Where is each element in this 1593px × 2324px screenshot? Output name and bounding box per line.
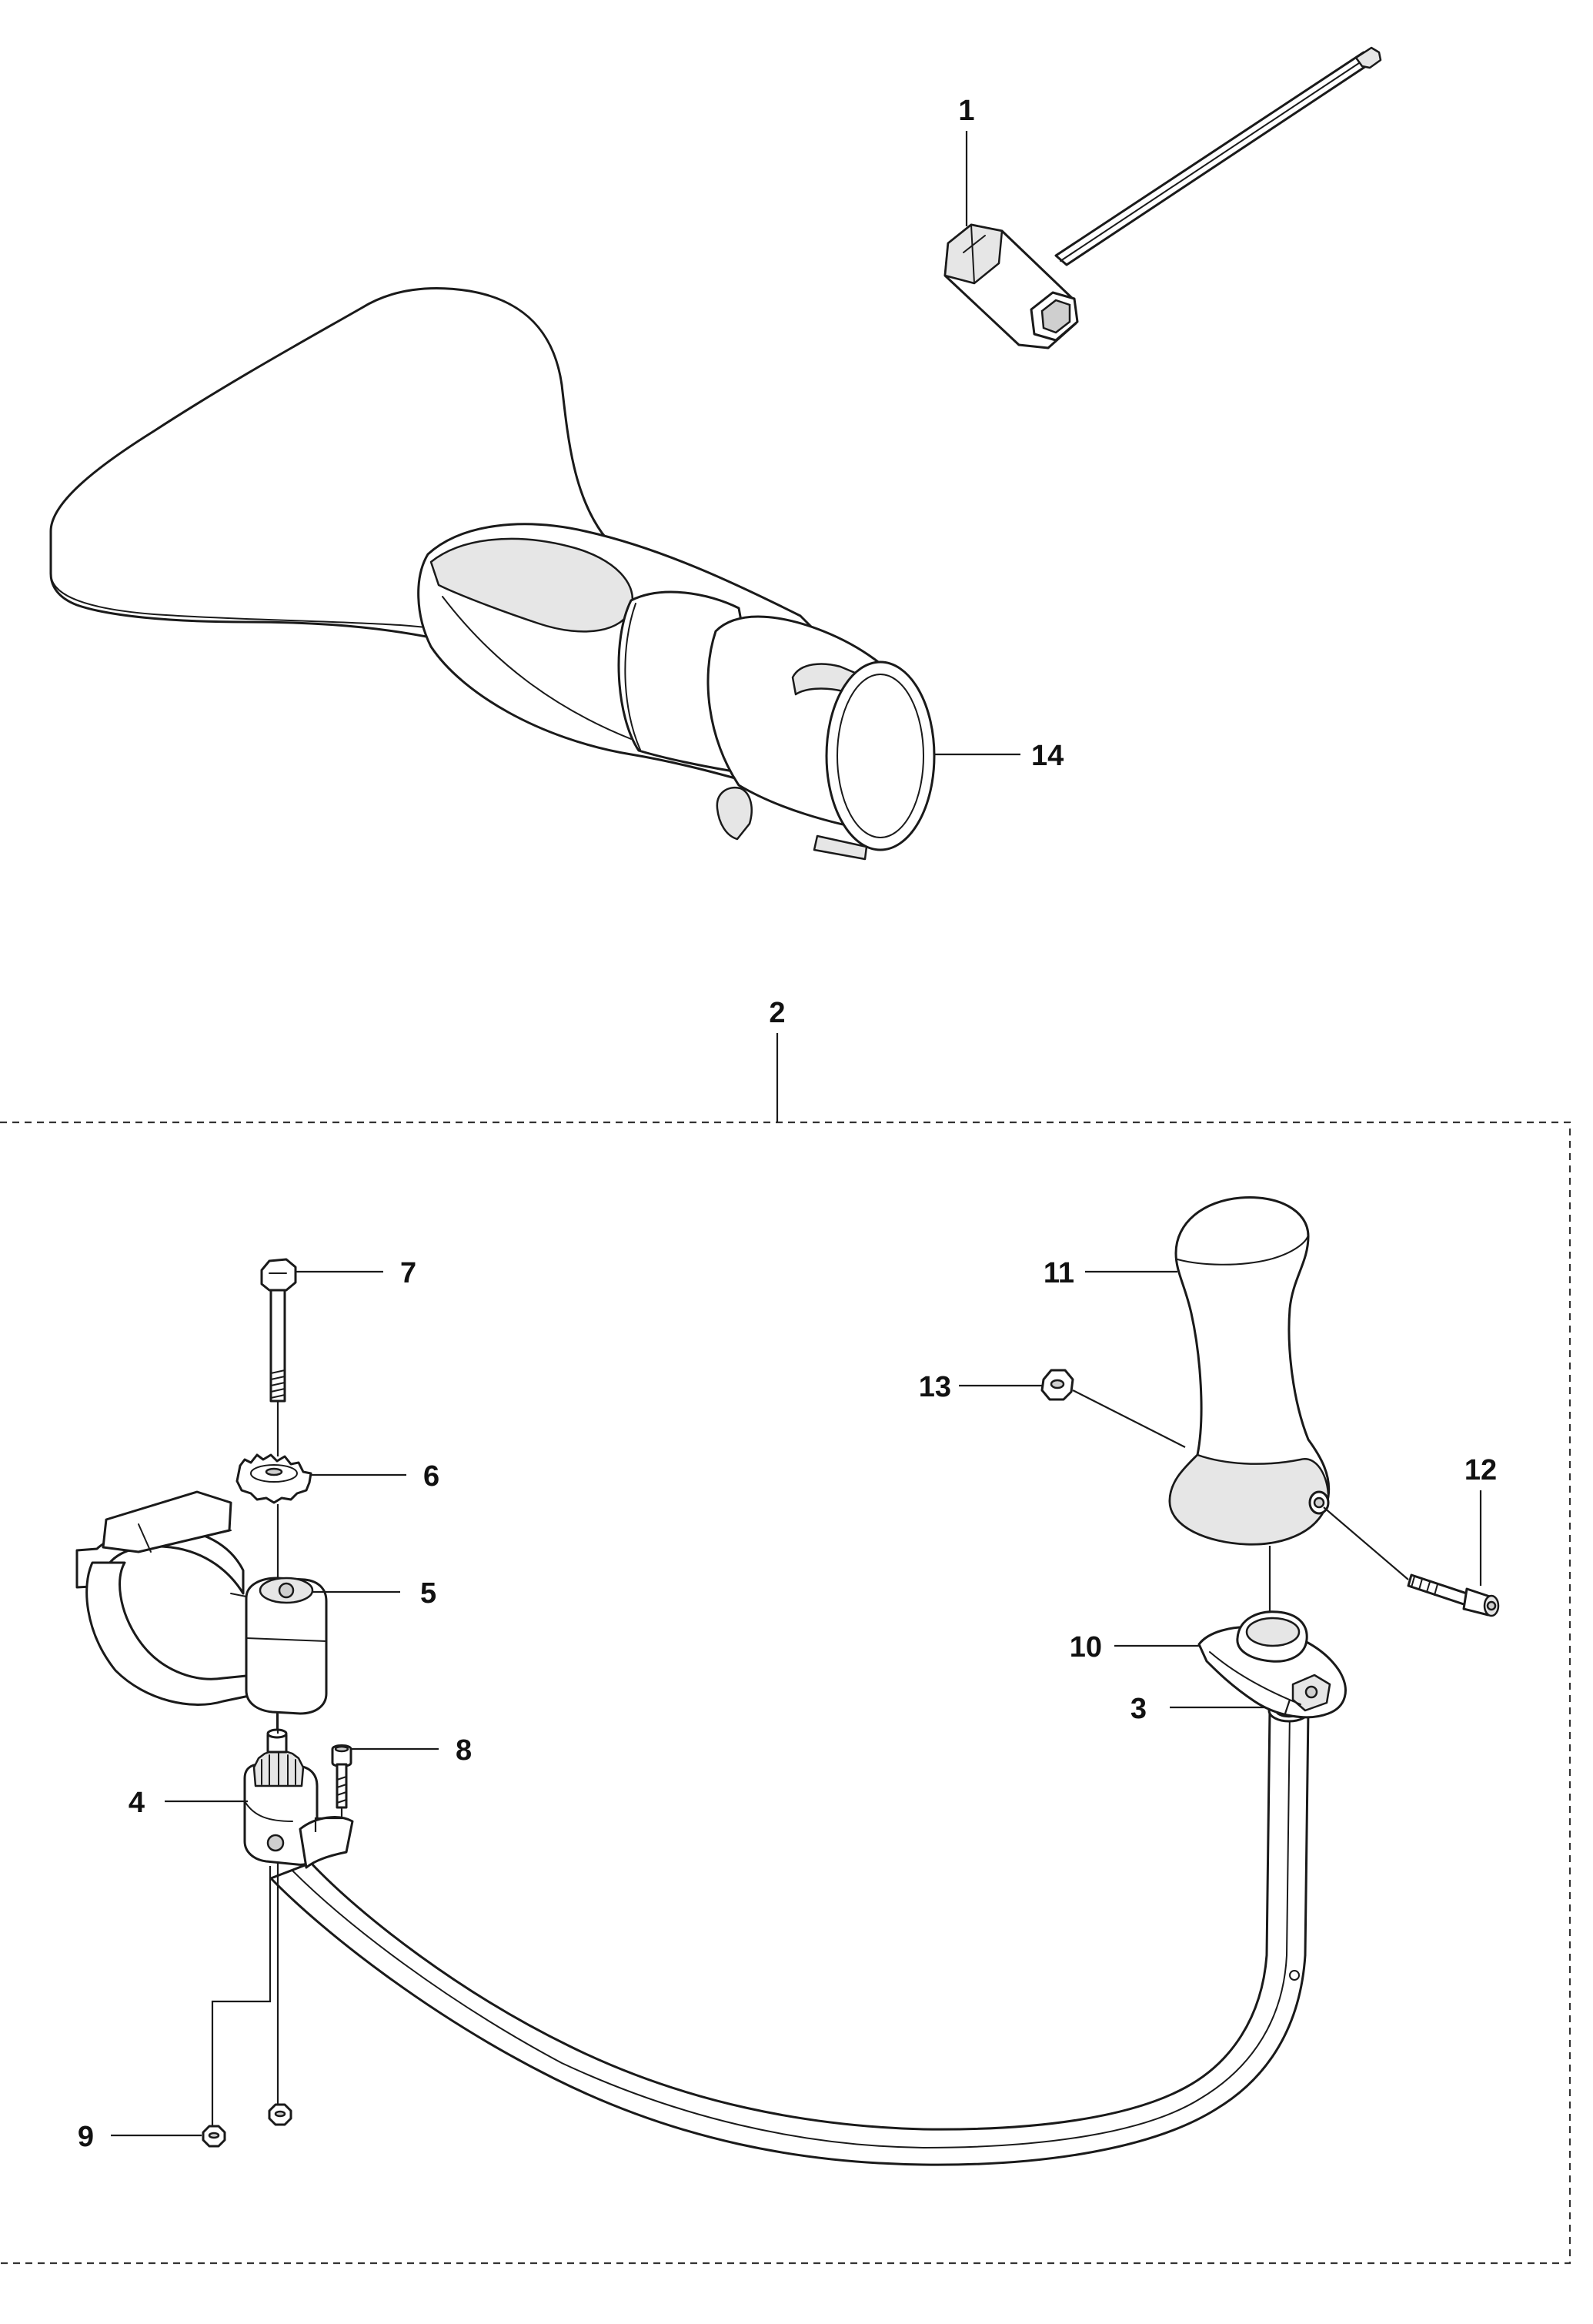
callout-7: 7 (400, 1257, 416, 1289)
grip-handle-part (1168, 1195, 1331, 1546)
washer-part (235, 1453, 312, 1504)
callout-10: 10 (1070, 1631, 1102, 1664)
callout-5: 5 (420, 1577, 436, 1610)
callout-4: 4 (129, 1787, 145, 1819)
flat-nozzle-part (49, 287, 936, 861)
loop-tube-part (269, 1698, 1311, 2166)
callout-9: 9 (78, 2121, 94, 2153)
callout-12: 12 (1464, 1454, 1497, 1486)
bracket-part (243, 1728, 354, 1869)
hex-nut-13-part (1040, 1369, 1186, 1448)
kit-boundary (0, 1033, 1571, 2265)
callout-8: 8 (456, 1734, 472, 1767)
callout-14: 14 (1031, 740, 1064, 772)
callout-3: 3 (1130, 1693, 1147, 1725)
callout-2: 2 (769, 997, 785, 1029)
t-wrench-part (943, 46, 1382, 349)
callout-1: 1 (958, 95, 974, 127)
leader-10 (1114, 1546, 1291, 1714)
hex-nut-9-part (202, 1866, 292, 2148)
hex-bolt-part (260, 1258, 297, 1403)
cap-screw-12-part (1323, 1506, 1500, 1617)
cap-screw-8-part (314, 1744, 352, 1832)
clamp-part (75, 1490, 328, 1730)
callout-13: 13 (919, 1371, 951, 1403)
callout-11: 11 (1044, 1257, 1074, 1289)
callout-6: 6 (423, 1460, 439, 1493)
handle-mount-part (1197, 1610, 1347, 1719)
